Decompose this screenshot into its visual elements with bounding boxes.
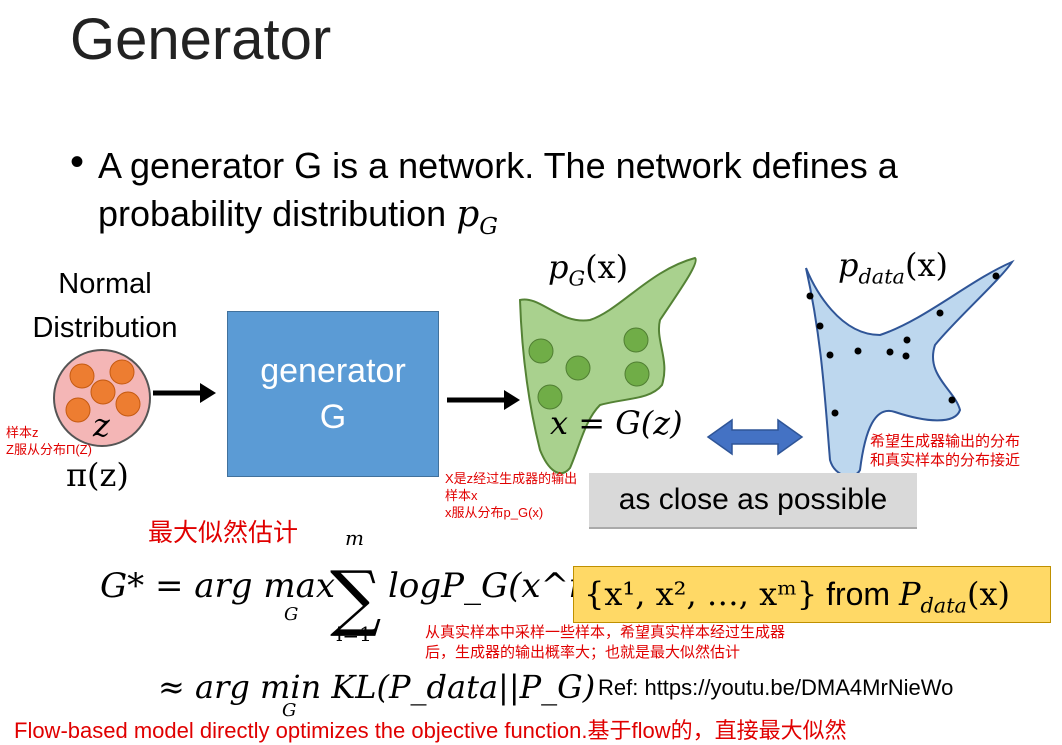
pg-sample-dot xyxy=(565,355,591,381)
pdata-point xyxy=(806,292,814,300)
pdata-points xyxy=(806,272,1000,417)
pdata-point xyxy=(992,272,1000,280)
pdata-point xyxy=(831,409,839,417)
pdata-point xyxy=(826,351,834,359)
note-sample-z: 样本z Z服从分布Π(Z) xyxy=(6,425,92,457)
pdata-point xyxy=(936,309,944,317)
note-hope: 希望生成器输出的分布 和真实样本的分布接近 xyxy=(870,433,1021,469)
pg-sample-dot xyxy=(623,327,649,353)
page-title: Generator xyxy=(70,7,332,72)
reference-link[interactable]: Ref: https://youtu.be/DMA4MrNieWo xyxy=(598,675,954,700)
bullet-sentence: A generator G is a network. The network … xyxy=(98,145,898,234)
generator-box: generator G xyxy=(227,311,439,477)
pi-z-label: π(z) xyxy=(66,456,129,494)
equation-line2: ≈ arg min KL(P_data||P_G) xyxy=(158,668,596,706)
sample-dot xyxy=(69,363,95,389)
equation-lhs: G* = arg max xyxy=(100,566,336,606)
z-label: z xyxy=(93,406,110,444)
equation-under-max: G xyxy=(284,604,299,625)
footer-note: Flow-based model directly optimizes the … xyxy=(14,718,847,743)
note-x-output: X是z经过生成器的输出 样本x x服从分布p_G(x) xyxy=(445,471,578,520)
sum-bottom: i=1 xyxy=(336,622,372,646)
note-sampling: 从真实样本中采样一些样本，希望真实样本经过生成器 后，生成器的输出概率大；也就是… xyxy=(425,624,786,661)
pdata-point xyxy=(903,336,911,344)
pdata-distribution-shape xyxy=(805,259,1015,477)
pg-sample-dot xyxy=(537,384,563,410)
bullet-dot: • xyxy=(70,140,85,184)
x-equals-gz: x = G(z) xyxy=(550,404,683,442)
sample-dot xyxy=(65,397,91,423)
pdata-point xyxy=(902,352,910,360)
pdata-point xyxy=(886,348,894,356)
pdata-point xyxy=(816,322,824,330)
pg-distribution-shape xyxy=(518,256,697,475)
pdata-point xyxy=(854,347,862,355)
pdata-point xyxy=(948,396,956,404)
pdata-label: pdata(x) xyxy=(838,246,948,289)
sum-top: m xyxy=(345,526,364,550)
equation-under-min: G xyxy=(282,700,297,721)
sample-dot xyxy=(109,359,135,385)
arrow-head xyxy=(200,383,216,403)
pg-sample-dot xyxy=(624,361,650,387)
bullet-math: pG xyxy=(456,194,498,241)
sample-set-text: {x¹, x², …, xᵐ} from Pdata(x) xyxy=(584,575,1010,618)
sample-dot xyxy=(90,379,116,405)
double-arrow xyxy=(706,418,804,456)
pg-label: pG(x) xyxy=(548,248,629,291)
as-close-box: as close as possible xyxy=(589,473,917,529)
sample-dot xyxy=(115,391,141,417)
sum-symbol: ∑ xyxy=(330,555,381,639)
bullet-text: A generator G is a network. The network … xyxy=(98,142,1018,250)
normal-distribution-label: Normal Distribution xyxy=(32,268,178,344)
equation-term: logP_G(x^i) xyxy=(388,566,594,606)
sample-set-box xyxy=(573,566,1051,623)
arrow-head xyxy=(504,390,520,410)
mle-heading: 最大似然估计 xyxy=(148,519,299,547)
pg-sample-dot xyxy=(528,338,554,364)
